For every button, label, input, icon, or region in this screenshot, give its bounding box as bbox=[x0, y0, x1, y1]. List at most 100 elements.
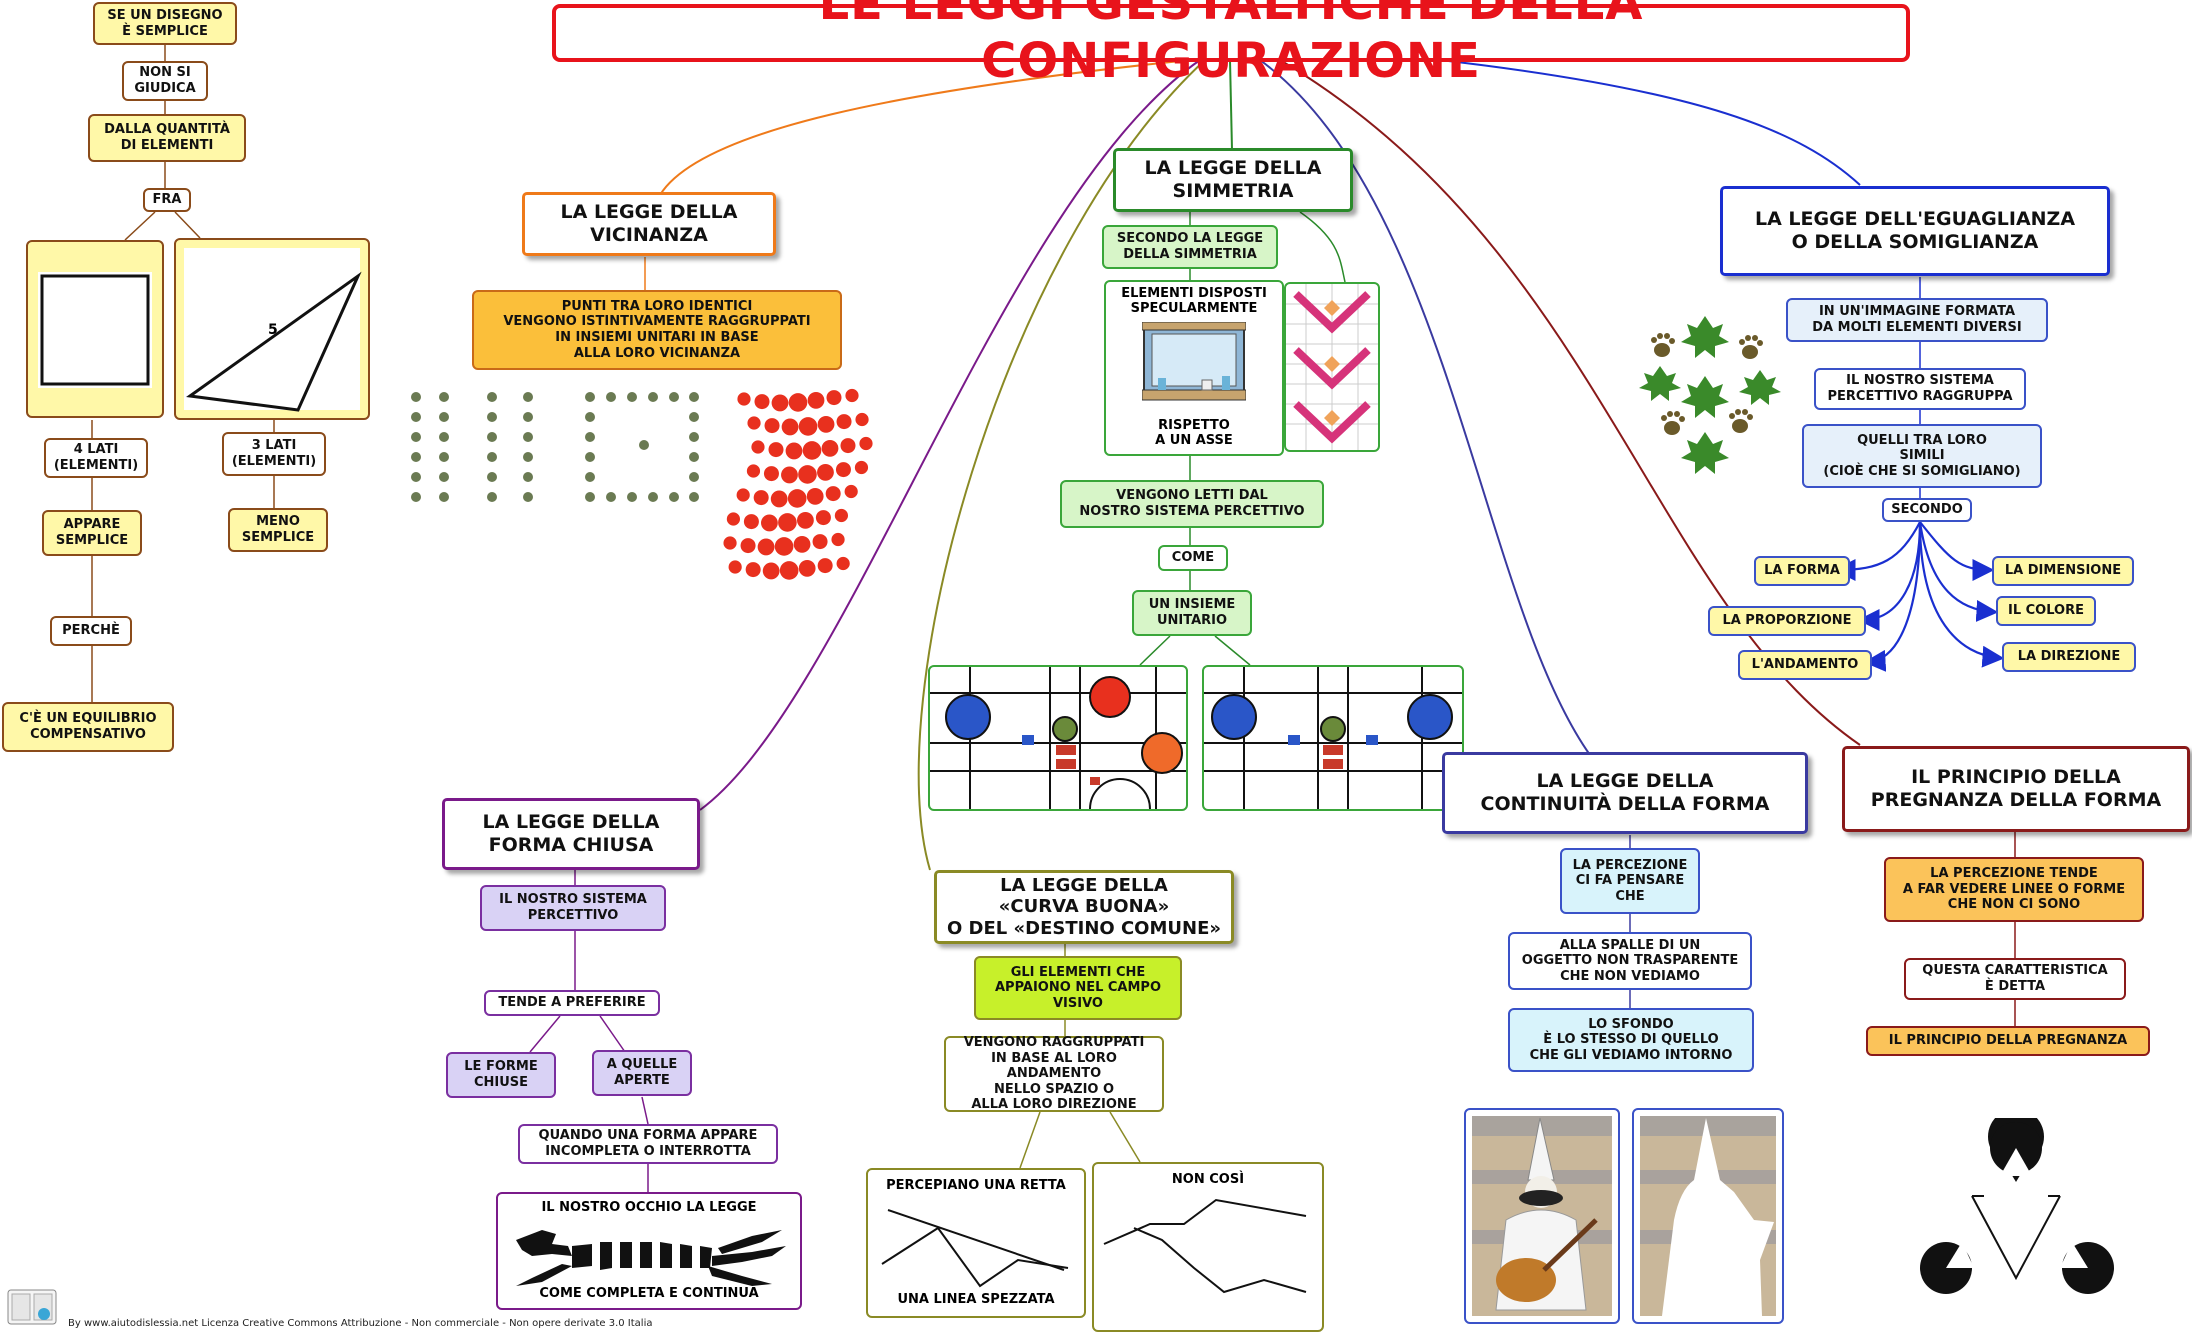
node-simili: QUELLI TRA LORO SIMILI (CIOÈ CHE SI SOMI… bbox=[1802, 424, 2042, 488]
page-title: LE LEGGI GESTALTICHE DELLA CONFIGURAZION… bbox=[552, 0, 1910, 89]
dot bbox=[815, 510, 831, 526]
dot bbox=[768, 442, 784, 458]
dot bbox=[439, 432, 449, 442]
dot bbox=[669, 392, 679, 402]
dot bbox=[845, 388, 859, 403]
leaves-paws-figure bbox=[1639, 316, 1781, 474]
dot bbox=[793, 535, 811, 553]
dot bbox=[737, 392, 751, 406]
node-spalle-oggetto: ALLA SPALLE DI UN OGGETTO NON TRASPARENT… bbox=[1508, 932, 1752, 990]
node-immagine-elementi: IN UN'IMMAGINE FORMATA DA MOLTI ELEMENTI… bbox=[1786, 298, 2048, 342]
dog-bottom-label: COME COMPLETA E CONTINUA bbox=[539, 1286, 759, 1301]
dot bbox=[627, 392, 637, 402]
node-4-lati: 4 LATI (ELEMENTI) bbox=[44, 438, 148, 478]
node-quantita-elementi: DALLA QUANTITÀ DI ELEMENTI bbox=[88, 114, 246, 162]
dot bbox=[798, 465, 817, 484]
dot bbox=[736, 488, 750, 502]
head-pregnanza: IL PRINCIPIO DELLA PREGNANZA DELLA FORMA bbox=[1842, 746, 2190, 832]
dot bbox=[585, 412, 595, 422]
dot bbox=[812, 534, 828, 550]
dot bbox=[817, 415, 835, 433]
node-tende-preferire: TENDE A PREFERIRE bbox=[484, 990, 660, 1016]
mirror-top-label: ELEMENTI DISPOSTI SPECULARMENTE bbox=[1121, 286, 1267, 316]
dot bbox=[728, 560, 742, 574]
dot bbox=[753, 490, 769, 506]
node-forma-incompleta: QUANDO UNA FORMA APPARE INCOMPLETA O INT… bbox=[518, 1124, 778, 1164]
dot bbox=[855, 412, 869, 427]
dot bbox=[798, 559, 816, 577]
dot bbox=[761, 514, 778, 532]
head-continuita: LA LEGGE DELLA CONTINUITÀ DELLA FORMA bbox=[1442, 752, 1808, 834]
crossing-top-label: PERCEPIANO UNA RETTA bbox=[886, 1178, 1066, 1193]
dot bbox=[770, 490, 788, 508]
dot bbox=[411, 452, 421, 462]
dot bbox=[854, 460, 869, 475]
node-linee-forme: LA PERCEZIONE TENDE A FAR VEDERE LINEE O… bbox=[1884, 857, 2144, 922]
dot bbox=[523, 452, 533, 462]
node-secondo-simmetria: SECONDO LA LEGGE DELLA SIMMETRIA bbox=[1102, 225, 1278, 269]
broken-lines-figure: NON COSÌ bbox=[1092, 1162, 1324, 1332]
dot bbox=[648, 492, 658, 502]
triangle-figure: 5 bbox=[174, 238, 370, 420]
logo-icon bbox=[7, 1289, 57, 1325]
dot bbox=[411, 392, 421, 402]
node-perche: PERCHÈ bbox=[50, 616, 132, 646]
dot bbox=[747, 416, 761, 430]
dot bbox=[746, 464, 761, 478]
mirror-bottom-label: RISPETTO A UN ASSE bbox=[1155, 418, 1233, 448]
square-drawing bbox=[38, 272, 152, 388]
dot bbox=[439, 452, 449, 462]
stained-glass-asymmetric bbox=[928, 665, 1188, 811]
node-disegno-semplice: SE UN DISEGNO È SEMPLICE bbox=[93, 2, 237, 45]
dot bbox=[585, 392, 595, 402]
dot bbox=[844, 484, 858, 499]
dot bbox=[835, 462, 851, 478]
node-3-lati: 3 LATI (ELEMENTI) bbox=[222, 432, 326, 476]
dot bbox=[826, 390, 842, 406]
dot bbox=[689, 412, 699, 422]
dot bbox=[859, 436, 873, 451]
dog-figure: IL NOSTRO OCCHIO LA LEGGE COME COMPLETA … bbox=[496, 1192, 802, 1310]
node-sistema-raggruppa: IL NOSTRO SISTEMA PERCETTIVO RAGGRUPPA bbox=[1814, 368, 2026, 410]
dot bbox=[487, 472, 497, 482]
dot bbox=[487, 432, 497, 442]
dot bbox=[487, 392, 497, 402]
dot bbox=[689, 492, 699, 502]
dot bbox=[825, 486, 841, 502]
node-raggruppati-andamento: VENGONO RAGGRUPPATI IN BASE AL LORO ANDA… bbox=[944, 1035, 1164, 1112]
dot bbox=[606, 492, 616, 502]
crossing-bottom-label: UNA LINEA SPEZZATA bbox=[897, 1292, 1055, 1307]
node-equilibrio: C'È UN EQUILIBRIO COMPENSATIVO bbox=[2, 702, 174, 752]
head-vicinanza: LA LEGGE DELLA VICINANZA bbox=[522, 192, 776, 256]
dot bbox=[785, 442, 803, 460]
node-fra: FRA bbox=[143, 188, 191, 212]
license-footer: By www.aiutodislessia.net Licenza Creati… bbox=[68, 1318, 653, 1329]
node-sfondo-stesso: LO SFONDO È LO STESSO DI QUELLO CHE GLI … bbox=[1508, 1008, 1754, 1072]
dot bbox=[523, 432, 533, 442]
dot bbox=[788, 393, 808, 412]
chevrons-figure bbox=[1284, 282, 1380, 452]
dot bbox=[834, 508, 849, 523]
dot bbox=[411, 472, 421, 482]
dot bbox=[585, 472, 595, 482]
broken-top-label: NON COSÌ bbox=[1171, 1172, 1245, 1187]
dot bbox=[757, 538, 775, 556]
stained-glass-symmetric bbox=[1202, 665, 1464, 811]
kanizsa-triangle-figure bbox=[1920, 1118, 2114, 1294]
node-la-proporzione: LA PROPORZIONE bbox=[1708, 606, 1866, 636]
dot bbox=[817, 463, 834, 481]
chevrons-drawing bbox=[1286, 284, 1378, 450]
node-la-forma: LA FORMA bbox=[1754, 556, 1850, 586]
dot bbox=[669, 492, 679, 502]
node-quelle-aperte: A QUELLE APERTE bbox=[592, 1050, 692, 1096]
dot bbox=[627, 492, 637, 502]
crossing-drawing bbox=[881, 1209, 1069, 1288]
node-non-si-giudica: NON SI GIUDICA bbox=[122, 61, 208, 101]
node-la-direzione: LA DIREZIONE bbox=[2002, 642, 2136, 672]
dot bbox=[726, 512, 741, 526]
node-caratteristica-detta: QUESTA CARATTERISTICA È DETTA bbox=[1904, 958, 2126, 1000]
dot bbox=[689, 472, 699, 482]
dot bbox=[523, 492, 533, 502]
head-eguaglianza: LA LEGGE DELL'EGUAGLIANZA O DELLA SOMIGL… bbox=[1720, 186, 2110, 276]
